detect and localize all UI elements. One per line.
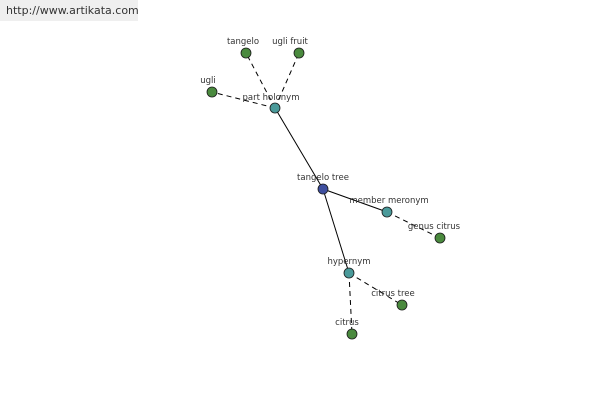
edge-part-holonym-to-ugli-fruit — [274, 52, 300, 109]
edge-member-meronym-to-genus-citrus — [386, 211, 441, 239]
edge-tangelo-tree-to-part-holonym — [274, 107, 324, 190]
labels-layer: tangelo tree part holonym member meronym hy… — [200, 37, 460, 328]
label-member-meronym: member meronym — [349, 196, 428, 206]
node-tangelo[interactable] — [240, 47, 252, 59]
label-ugli: ugli — [200, 76, 216, 86]
node-ugli-fruit[interactable] — [293, 47, 305, 59]
label-tangelo: tangelo — [227, 37, 259, 47]
node-part-holonym[interactable] — [269, 102, 281, 114]
edge-hypernym-to-citrus-tree — [348, 272, 403, 306]
label-genus-citrus: genus citrus — [408, 222, 461, 232]
label-hypernym: hypernym — [327, 257, 370, 267]
label-citrus: citrus — [335, 318, 359, 328]
node-hypernym[interactable] — [343, 267, 355, 279]
watermark-url: http://www.artikata.com — [0, 0, 139, 21]
label-part-holonym: part holonym — [243, 93, 300, 103]
edge-part-holonym-to-ugli — [211, 91, 276, 109]
nodes-layer — [206, 47, 446, 340]
label-tangelo-tree: tangelo tree — [297, 173, 349, 183]
node-citrus[interactable] — [346, 328, 358, 340]
node-ugli[interactable] — [206, 86, 218, 98]
node-genus-citrus[interactable] — [434, 232, 446, 244]
node-tangelo-tree[interactable] — [317, 183, 329, 195]
node-citrus-tree[interactable] — [396, 299, 408, 311]
node-member-meronym[interactable] — [381, 206, 393, 218]
edge-tangelo-tree-to-hypernym — [322, 188, 350, 274]
label-citrus-tree: citrus tree — [371, 289, 414, 299]
edge-tangelo-tree-to-member-meronym — [322, 188, 388, 213]
label-ugli-fruit: ugli fruit — [272, 37, 308, 47]
edges-layer — [211, 52, 441, 335]
edge-part-holonym-to-tangelo — [245, 52, 276, 109]
edge-hypernym-to-citrus — [348, 272, 353, 335]
